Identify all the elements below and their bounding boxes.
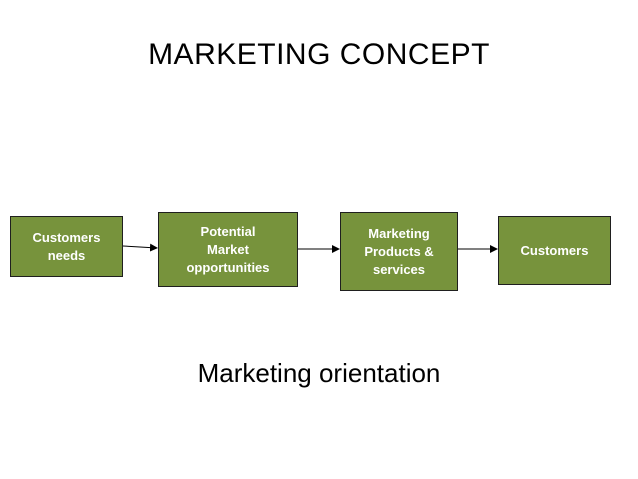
box-customers: Customers <box>498 216 611 285</box>
box-customers-needs-label: Customers needs <box>32 229 101 263</box>
box-potential-market-opportunities: Potential Market opportunities <box>158 212 298 287</box>
diagram-title: MARKETING CONCEPT <box>148 38 490 71</box>
diagram-subtitle: Marketing orientation <box>197 358 441 388</box>
box-marketing-products-services: Marketing Products & services <box>340 212 458 291</box>
box-marketing-products-services-label: Marketing Products & services <box>364 225 434 277</box>
arrow-needs-to-opportunities <box>122 243 158 252</box>
box-customers-needs: Customers needs <box>10 216 123 277</box>
box-potential-market-opportunities-label: Potential Market opportunities <box>186 223 270 275</box>
box-customers-label: Customers <box>520 242 589 258</box>
